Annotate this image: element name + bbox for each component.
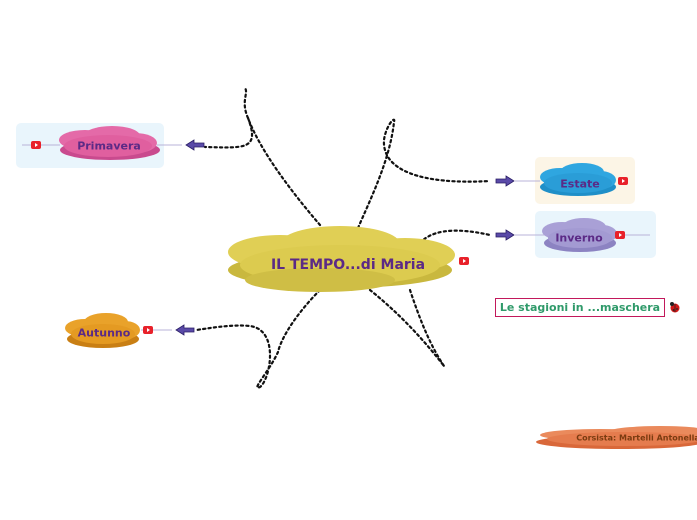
estate-cloud[interactable]: [540, 163, 616, 196]
estate-label: Estate: [560, 177, 600, 191]
connector-lower-right-a: [368, 288, 446, 368]
primavera-cloud[interactable]: [59, 126, 160, 160]
inverno-label: Inverno: [555, 231, 603, 245]
arrow-icon: [185, 139, 205, 151]
primavera-label: Primavera: [77, 139, 141, 153]
connector-autunno: [194, 288, 322, 389]
tag-link-box[interactable]: Le stagioni in ...maschera: [495, 298, 665, 317]
ladybug-icon: [670, 302, 680, 313]
video-icon[interactable]: [618, 177, 628, 185]
tag-label: Le stagioni in ...maschera: [499, 301, 661, 314]
connector-primavera: [203, 116, 254, 149]
autunno-cloud[interactable]: [65, 313, 140, 348]
central-topic-label: IL TEMPO...di Maria: [270, 257, 426, 273]
connectors: [194, 85, 492, 389]
connector-estate: [356, 118, 492, 230]
video-icon[interactable]: [143, 326, 153, 334]
inverno-cloud[interactable]: [542, 218, 617, 252]
video-icon[interactable]: [615, 231, 625, 239]
central-cloud[interactable]: [228, 226, 455, 292]
autunno-label: Autunno: [77, 326, 131, 340]
arrow-icon: [495, 229, 515, 241]
connector-upper-left: [242, 85, 322, 227]
video-icon[interactable]: [459, 257, 469, 265]
connector-inverno: [418, 229, 492, 245]
connector-lower-right-b: [408, 288, 446, 368]
arrow-icon: [175, 324, 195, 336]
footer-cloud: [536, 426, 697, 449]
arrow-icon: [495, 175, 515, 187]
video-icon[interactable]: [31, 141, 41, 149]
footer-author-label: Corsista: Martelli Antonella: [576, 433, 697, 443]
